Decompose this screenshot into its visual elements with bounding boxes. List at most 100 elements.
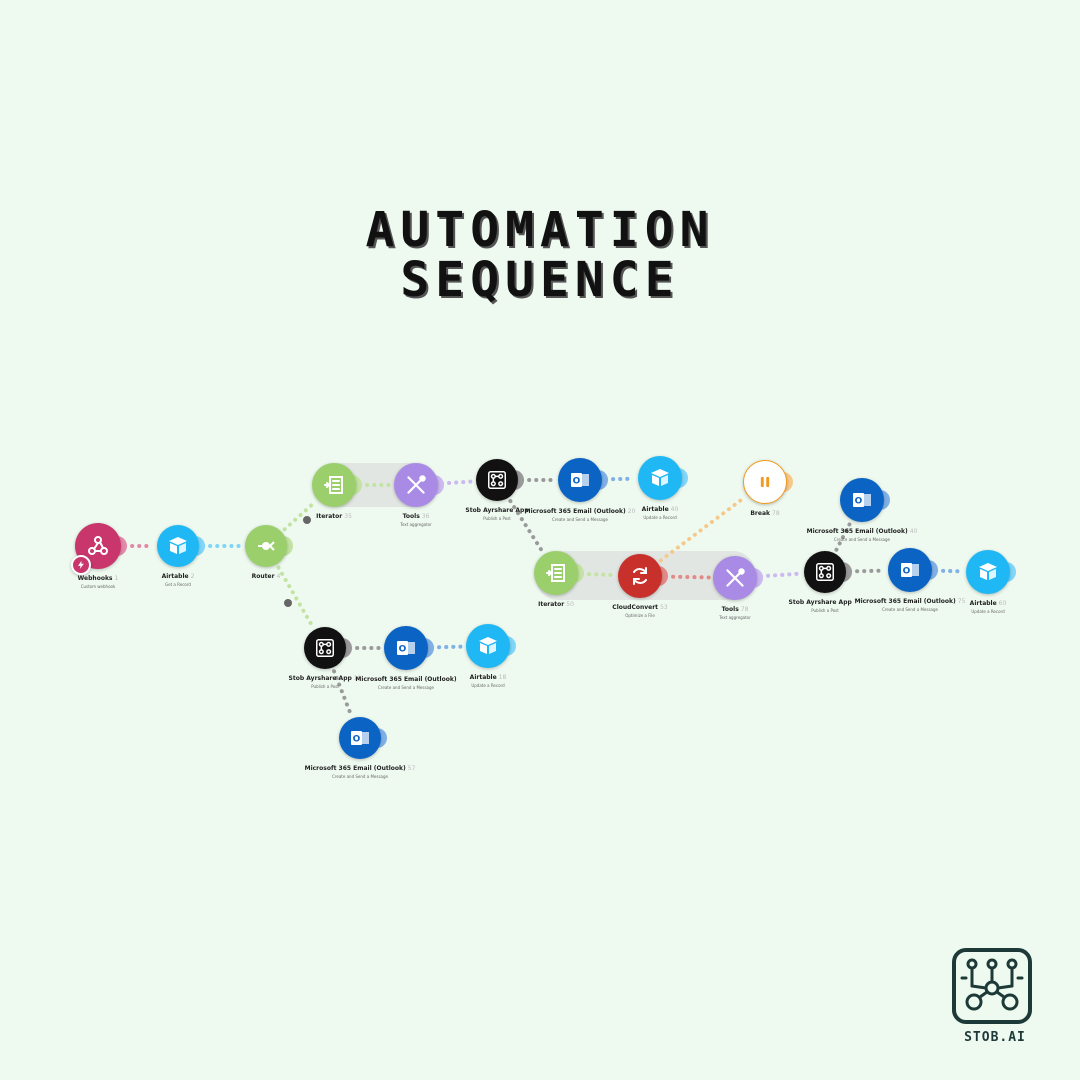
module-output-handle[interactable] xyxy=(434,475,444,495)
module-action: Create and Send a Message xyxy=(378,685,434,690)
connection-links xyxy=(123,476,965,717)
module-circle-outlook4[interactable]: O xyxy=(384,626,428,670)
trigger-bolt-icon xyxy=(71,555,91,575)
module-circle-tools2[interactable] xyxy=(713,556,757,600)
pause-icon xyxy=(755,472,775,492)
module-label: Microsoft 365 Email (Outlook)40 xyxy=(792,528,932,535)
module-action: Update a Record xyxy=(643,515,677,520)
module-output-handle[interactable] xyxy=(783,472,793,492)
module-circle-outlook2[interactable]: O xyxy=(840,478,884,522)
circuit-icon xyxy=(960,958,1024,1011)
tools-icon xyxy=(403,472,429,498)
connection-cloudconvert-to-tools2[interactable] xyxy=(663,574,712,580)
connection-ayrshare2-to-outlook2[interactable] xyxy=(834,521,853,552)
module-output-handle[interactable] xyxy=(117,536,127,556)
module-output-handle[interactable] xyxy=(352,475,362,495)
module-circle-outlook5[interactable]: O xyxy=(339,717,381,759)
router-icon xyxy=(254,534,278,558)
route-filter-icon-1[interactable] xyxy=(303,516,311,524)
module-circle-iterator1[interactable] xyxy=(312,463,356,507)
module-output-handle[interactable] xyxy=(842,562,852,582)
module-name: Airtable xyxy=(161,573,189,580)
connection-router-to-iterator1[interactable] xyxy=(282,500,317,532)
module-circle-iterator2[interactable] xyxy=(534,551,578,595)
module-output-handle[interactable] xyxy=(506,636,516,656)
module-output-handle[interactable] xyxy=(283,536,293,556)
module-action: Create and Send a Message xyxy=(332,774,388,779)
module-output-handle[interactable] xyxy=(424,638,434,658)
module-name: Airtable xyxy=(969,600,997,607)
outlook-icon: O xyxy=(568,468,592,492)
connection-iterator2-to-cloudconvert[interactable] xyxy=(579,571,617,578)
module-circle-router[interactable] xyxy=(245,525,287,567)
module-circle-ayrshare3[interactable] xyxy=(304,627,346,669)
module-name: Microsoft 365 Email (Outlook) xyxy=(854,598,956,605)
module-circle-airtable3[interactable] xyxy=(966,550,1010,594)
module-label: Microsoft 365 Email (Outlook)75 xyxy=(840,598,980,605)
module-output-handle[interactable] xyxy=(574,563,584,583)
ayrshare-icon xyxy=(314,637,336,659)
module-output-handle[interactable] xyxy=(658,566,668,586)
module-output-handle[interactable] xyxy=(342,638,352,658)
module-label: Stob Ayrshare App xyxy=(427,507,567,514)
module-circle-outlook1[interactable]: O xyxy=(558,458,602,502)
module-circle-break[interactable] xyxy=(743,460,787,504)
module-action: Text aggregator xyxy=(719,615,751,620)
module-output-handle[interactable] xyxy=(928,560,938,580)
module-label: Microsoft 365 Email (Outlook)57 xyxy=(290,765,430,772)
svg-text:O: O xyxy=(855,497,863,507)
module-circle-airtable1[interactable] xyxy=(157,525,199,567)
module-circle-airtable4[interactable] xyxy=(466,624,510,668)
tools-icon xyxy=(722,565,748,591)
module-circle-outlook3[interactable]: O xyxy=(888,548,932,592)
module-number: 78 xyxy=(772,510,780,517)
module-output-handle[interactable] xyxy=(1006,562,1016,582)
connection-cloudconvert-to-break[interactable] xyxy=(658,495,747,563)
module-action: Publish a Post xyxy=(483,516,511,521)
cloudconvert-icon xyxy=(628,564,652,588)
module-circle-ayrshare2[interactable] xyxy=(804,551,846,593)
module-output-handle[interactable] xyxy=(514,470,524,490)
module-output-handle[interactable] xyxy=(195,536,205,556)
module-output-handle[interactable] xyxy=(753,568,763,588)
airtable-icon xyxy=(648,466,672,490)
module-output-handle[interactable] xyxy=(377,728,387,748)
module-name: Tools xyxy=(402,513,420,520)
module-label: Microsoft 365 Email (Outlook)20 xyxy=(510,508,650,515)
connection-tools1-to-ayrshare1[interactable] xyxy=(439,479,475,486)
connection-outlook3-to-airtable3[interactable] xyxy=(933,568,965,574)
connection-outlook4-to-airtable4[interactable] xyxy=(429,644,465,650)
module-name: Break xyxy=(750,510,770,517)
module-name: Iterator xyxy=(316,513,343,520)
module-circle-airtable2[interactable] xyxy=(638,456,682,500)
svg-text:O: O xyxy=(573,477,581,487)
module-number: 2 xyxy=(190,573,195,580)
connection-router-to-ayrshare3[interactable] xyxy=(276,565,315,629)
svg-text:O: O xyxy=(353,735,361,745)
connection-outlook1-to-airtable2[interactable] xyxy=(603,476,637,482)
module-name: Microsoft 365 Email (Outlook) xyxy=(355,676,457,683)
module-circle-ayrshare1[interactable] xyxy=(476,459,518,501)
module-number: 19 xyxy=(353,675,362,682)
module-number: 40 xyxy=(909,528,918,535)
ayrshare-icon xyxy=(814,561,836,583)
route-filter-icon-2[interactable] xyxy=(284,599,292,607)
iterator-icon xyxy=(322,473,346,497)
module-output-handle[interactable] xyxy=(678,468,688,488)
module-output-handle[interactable] xyxy=(880,490,890,510)
connection-ayrshare2-to-outlook3[interactable] xyxy=(847,568,887,574)
module-name: Router xyxy=(251,573,275,580)
connection-tools2-to-ayrshare2[interactable] xyxy=(758,571,803,579)
connection-ayrshare1-to-iterator2[interactable] xyxy=(508,499,545,554)
module-output-handle[interactable] xyxy=(598,470,608,490)
module-number: 40 xyxy=(670,506,679,513)
module-circle-tools1[interactable] xyxy=(394,463,438,507)
connection-ayrshare3-to-outlook5[interactable] xyxy=(332,669,353,717)
module-circle-cloudconvert[interactable] xyxy=(618,554,662,598)
module-action: Create and Send a Message xyxy=(552,517,608,522)
